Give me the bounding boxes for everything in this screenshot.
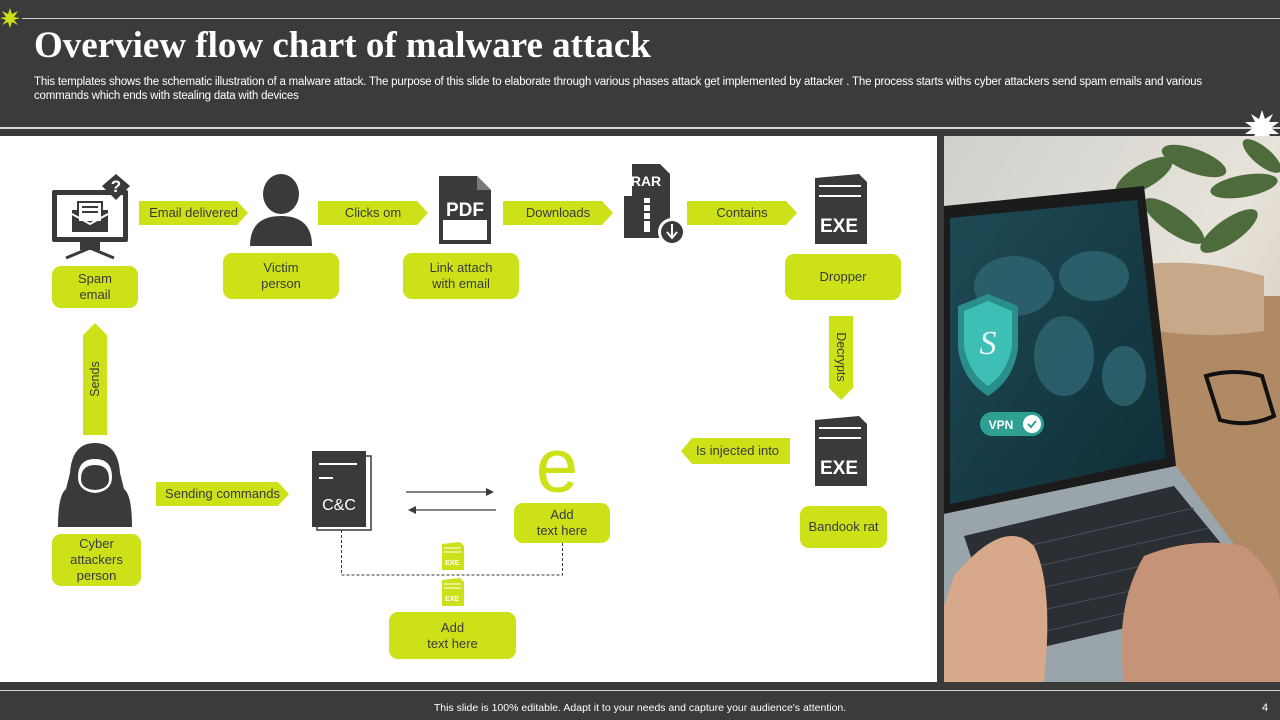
page-subtitle: This templates shows the schematic illus… [34, 76, 1202, 102]
cc-server-icon: C&C [312, 451, 372, 531]
node-dropper: Dropper [785, 254, 901, 300]
footer-rule [0, 690, 1280, 691]
small-exe-icon-1: EXE [442, 542, 464, 570]
page-title: Overview flow chart of malware attack [34, 25, 651, 66]
page-number: 4 [1262, 702, 1269, 714]
node-link-attach: Link attach with email [403, 253, 519, 299]
node-add-text-2: Add text here [389, 612, 516, 659]
small-exe-label-2: EXE [445, 596, 459, 603]
arrow-sends-label: Sends [88, 361, 102, 397]
node-cyber-attackers: Cyber attackers person [52, 534, 141, 586]
footer-text: This slide is 100% editable. Adapt it to… [433, 702, 847, 714]
rar-archive-icon: RAR [624, 164, 686, 246]
arrow-decrypts-shape [829, 316, 853, 400]
pdf-label: PDF [446, 200, 484, 221]
pdf-file-icon: PDF [439, 176, 491, 244]
svg-text:S: S [980, 325, 997, 362]
exe-file-icon: EXE [815, 174, 867, 244]
victim-person-icon [250, 174, 312, 246]
vpn-label: VPN [989, 418, 1014, 432]
arrow-sends-shape [83, 323, 107, 435]
svg-text:?: ? [111, 177, 121, 196]
arrow-is-injected-into: Is injected into [681, 438, 790, 464]
exe-label: EXE [820, 216, 858, 237]
arrow-email-delivered: Email delivered [139, 201, 248, 225]
header-rule-bottom [0, 127, 1280, 129]
svg-text:e: e [536, 434, 578, 500]
node-add-text-1: Add text here [514, 503, 610, 543]
node-spam-email: Spam email [52, 266, 138, 308]
footer-bar [0, 690, 1280, 720]
laptop-vpn-photo: S VPN [944, 136, 1280, 682]
small-exe-label-1: EXE [445, 560, 459, 567]
cc-label: C&C [322, 497, 356, 514]
exe-file-icon-2: EXE [815, 416, 867, 486]
exe-label-2: EXE [820, 458, 858, 479]
node-bandook-rat: Bandook rat [800, 506, 887, 548]
arrow-downloads: Downloads [503, 201, 613, 225]
arrow-contains: Contains [687, 201, 797, 225]
rar-label: RAR [631, 173, 661, 189]
bidirectional-arrows-icon [406, 488, 496, 514]
small-exe-icon-2: EXE [442, 578, 464, 606]
laptop-photo-illustration: S VPN [944, 136, 1280, 682]
arrow-clicks-om: Clicks om [318, 201, 428, 225]
header-bar [0, 0, 1280, 130]
dashed-connector [341, 530, 563, 576]
header-rule-top [22, 18, 1280, 19]
burst-icon [0, 8, 20, 28]
hacker-icon [58, 443, 132, 527]
arrow-decrypts-label: Decrypts [834, 332, 848, 382]
e-letter-icon: e [536, 434, 578, 500]
spam-email-monitor-icon: ? [52, 174, 130, 260]
arrow-sending-commands: Sending commands [156, 482, 289, 506]
node-victim-person: Victim person [223, 253, 339, 299]
